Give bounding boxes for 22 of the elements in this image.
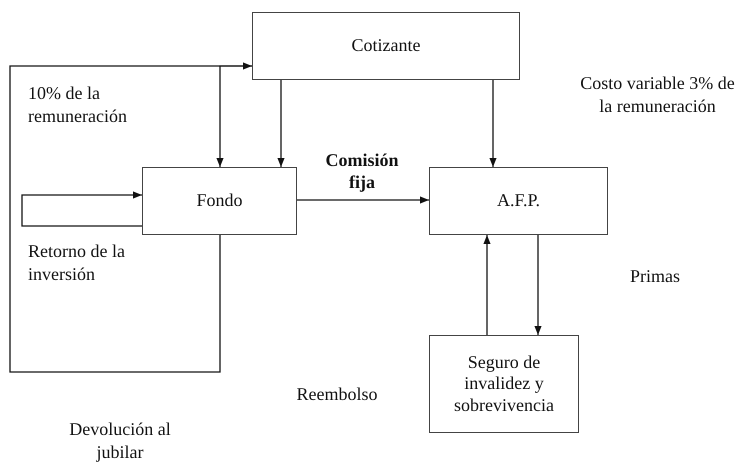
arrow — [489, 80, 497, 167]
node-label: Seguro de invalidez y sobrevivencia — [453, 352, 555, 416]
arrow — [534, 235, 542, 335]
flow-label: Reembolso — [296, 383, 378, 406]
node-label: A.F.P. — [496, 190, 540, 212]
entity-box — [142, 167, 297, 235]
entity-box — [429, 167, 608, 235]
arrow — [483, 235, 491, 335]
flow-label: Devolución al jubilar — [68, 418, 172, 463]
flow-label: 10% de la remuneración — [28, 82, 128, 127]
node-label: Fondo — [196, 190, 242, 212]
arrow — [21, 191, 142, 227]
node-label: Cotizante — [352, 35, 420, 57]
arrow — [277, 80, 285, 167]
arrow — [9, 62, 252, 373]
flow-label: Primas — [628, 265, 681, 288]
entity-box — [429, 335, 579, 433]
arrow — [216, 65, 252, 167]
flow-label: Costo variable 3% de la remuneración — [579, 72, 736, 117]
flow-label: Retorno de la inversión — [28, 240, 126, 285]
arrow — [297, 196, 429, 204]
entity-box — [252, 12, 520, 80]
